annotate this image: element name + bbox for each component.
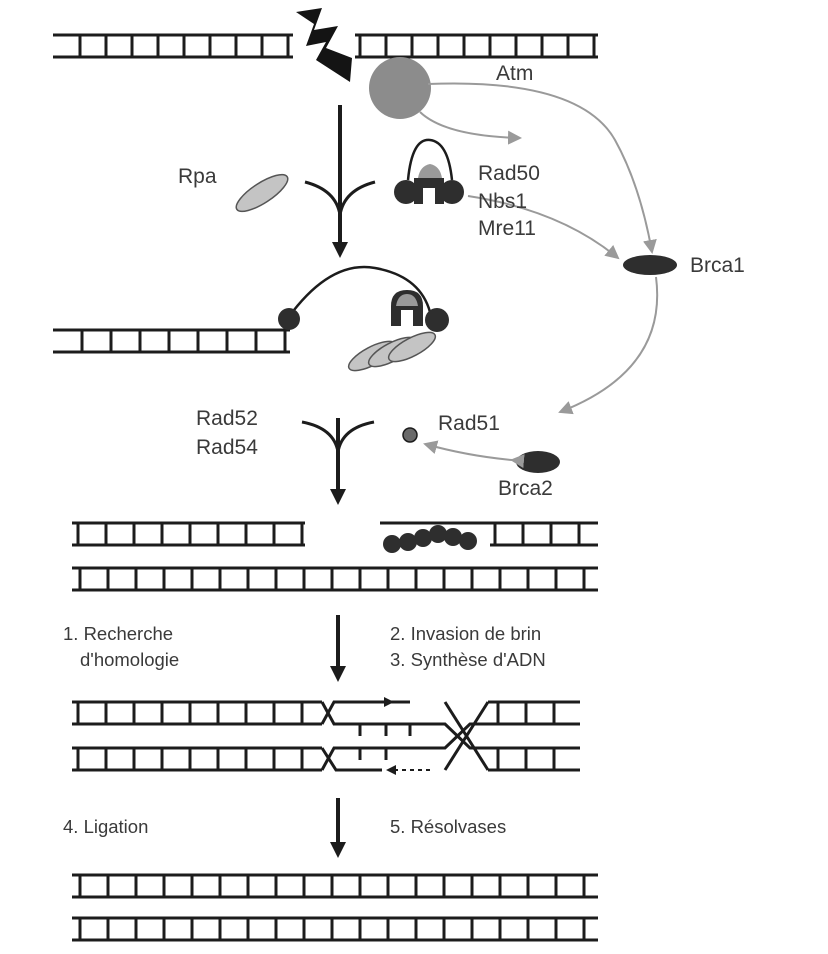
dna-broken-top-left: [53, 35, 293, 57]
mrn-complex-bound: [278, 267, 449, 332]
mrn-complex: [394, 140, 464, 204]
lightning-bolt-icon: [296, 8, 352, 82]
rpa-bound-cluster: [345, 327, 439, 376]
label-rad52: Rad52: [196, 407, 258, 430]
label-rad54: Rad54: [196, 436, 258, 459]
label-rad51: Rad51: [438, 412, 500, 435]
dna-holliday-junction: [72, 702, 580, 770]
label-rpa: Rpa: [178, 165, 217, 188]
atm-to-mrn-arrow: [420, 112, 520, 138]
dna-resected-left: [72, 523, 305, 545]
pathway-arrow-1: [332, 105, 348, 258]
label-atm: Atm: [496, 62, 533, 85]
label-nbs1: Nbs1: [478, 190, 527, 213]
dna-homologous-template: [72, 568, 598, 590]
step-1-line2: d'homologie: [80, 649, 179, 670]
brca2-protein: [516, 451, 560, 473]
step-3: 3. Synthèse d'ADN: [390, 649, 546, 670]
rad51-protein: [403, 428, 417, 442]
label-rad50: Rad50: [478, 162, 540, 185]
step-2: 2. Invasion de brin: [390, 623, 541, 644]
pathway-arrow-2: [330, 418, 346, 505]
step-1-line1: 1. Recherche: [63, 623, 173, 644]
brca1-protein: [623, 255, 677, 275]
atm-to-brca1-arrow: [428, 83, 652, 252]
brca1-to-rad51-arrow: [560, 277, 657, 412]
atm-protein: [369, 57, 431, 119]
label-brca1: Brca1: [690, 254, 745, 277]
pathway-arrow-3: [330, 615, 346, 682]
label-brca2: Brca2: [498, 477, 553, 500]
step-4: 4. Ligation: [63, 816, 148, 837]
brca2-rad51-arrow: [425, 444, 512, 460]
pathway-arrow-4: [330, 798, 346, 858]
dna-repaired-1: [72, 875, 598, 897]
dna-repaired-2: [72, 918, 598, 940]
label-mre11: Mre11: [478, 217, 536, 240]
dna-end-step2: [53, 330, 290, 352]
rpa-protein: [231, 168, 292, 217]
step-5: 5. Résolvases: [390, 816, 506, 837]
dna-broken-top-right: [355, 35, 598, 57]
rad51-filament: [383, 525, 477, 553]
